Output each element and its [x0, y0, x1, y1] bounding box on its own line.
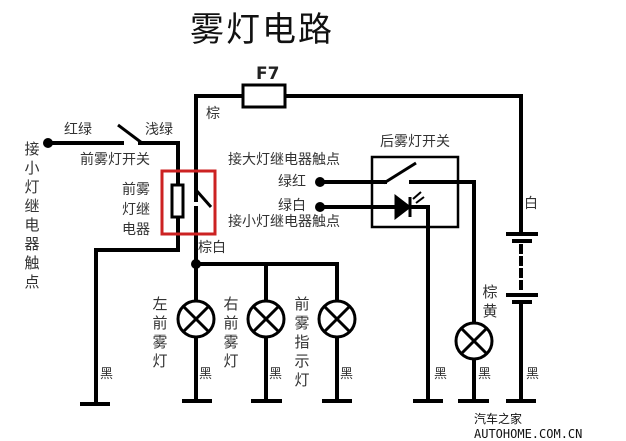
wire-label-green-red: 绿红 [278, 174, 306, 190]
page-title: 雾灯电路 [190, 10, 334, 50]
rear-switch-blade [383, 161, 417, 185]
terminal-dot-green-white [315, 202, 325, 212]
front-fog-indicator-label: 前雾指示灯 [294, 295, 310, 389]
front-fog-switch-label: 前雾灯开关 [80, 152, 150, 168]
wire-label-black-7: 黑 [526, 367, 540, 382]
small-light-relay-contact-label: 接小灯继电器触点 [24, 140, 40, 291]
wire-label-light-green: 浅绿 [145, 122, 173, 138]
wire-label-black-1: 黑 [100, 367, 114, 382]
terminal-dot-small-light [43, 138, 53, 148]
lamp-rear-fog [454, 321, 494, 361]
wire-label-brown: 棕 [206, 106, 220, 122]
wire-label-black-5: 黑 [434, 367, 448, 382]
relay-coil [170, 183, 185, 219]
wire-label-brown-white: 棕白 [198, 240, 226, 256]
wire-label-green-white: 绿白 [278, 198, 306, 214]
relay-box [160, 169, 217, 236]
left-front-fog-label: 左前雾灯 [152, 295, 168, 370]
small-light-relay-contact-right-label: 接小灯继电器触点 [228, 214, 340, 230]
circuit-diagram [43, 83, 538, 406]
wire-label-brown-yellow: 棕黄 [482, 283, 498, 320]
terminal-dot-green-red [315, 177, 325, 187]
front-fog-relay-label: 前雾灯继电器 [122, 182, 150, 238]
fuse-f7 [241, 83, 287, 109]
lamp-front-fog-indicator [317, 299, 357, 339]
front-fog-switch-blade [117, 123, 143, 145]
right-front-fog-label: 右前雾灯 [223, 295, 239, 370]
relay-contact [194, 189, 213, 208]
wire-label-white: 白 [524, 196, 538, 212]
wire-label-black-3: 黑 [269, 367, 283, 382]
fuse-label: F7 [256, 64, 280, 84]
wire-label-black-4: 黑 [340, 367, 354, 382]
rear-fog-switch-label: 后雾灯开关 [380, 134, 450, 150]
watermark: 汽车之家 AUTOHOME.COM.CN [474, 412, 583, 441]
rear-fog-switch-box [370, 155, 460, 229]
lamp-left-front-fog [176, 299, 216, 339]
led-icon [394, 191, 425, 221]
headlight-relay-contact-label: 接大灯继电器触点 [228, 152, 340, 168]
lamp-right-front-fog [246, 299, 286, 339]
junction-dot [191, 259, 201, 269]
wire-label-red-green: 红绿 [64, 122, 92, 138]
wire-label-black-2: 黑 [199, 367, 213, 382]
wire-label-black-6: 黑 [478, 367, 492, 382]
